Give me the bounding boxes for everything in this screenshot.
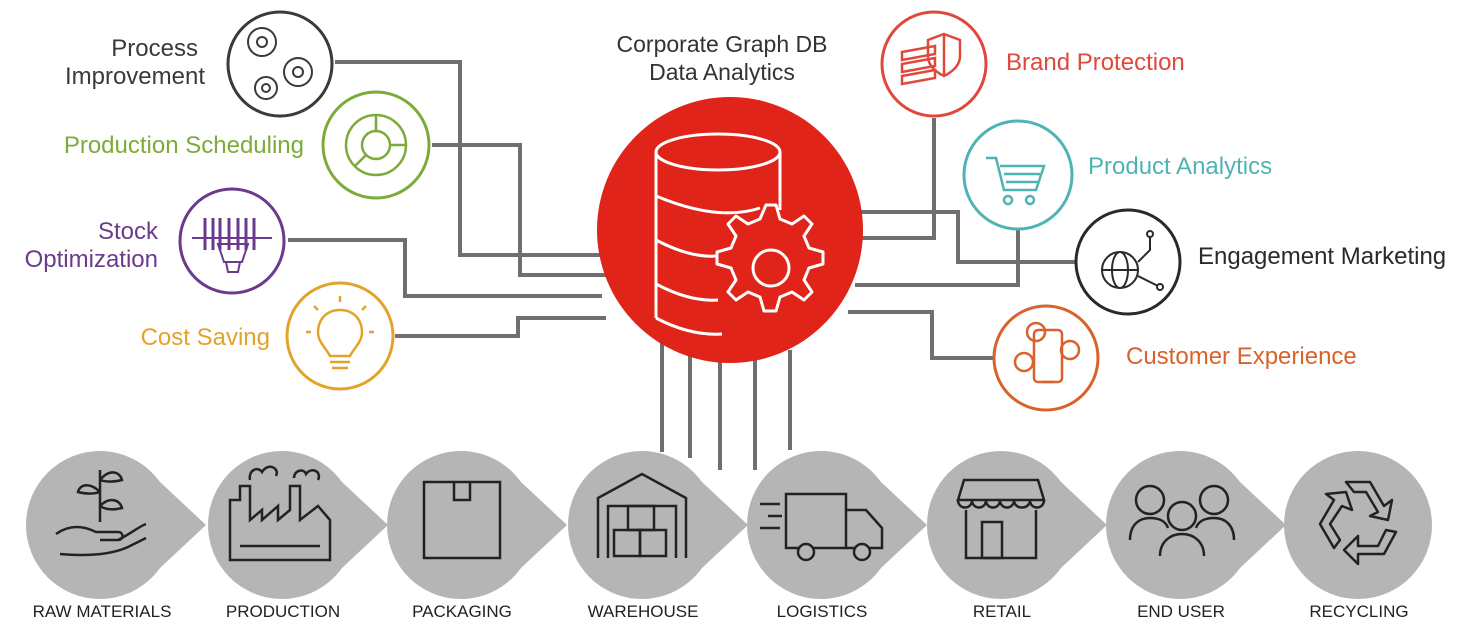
plant-hand-icon — [55, 470, 147, 557]
chain-label-production: PRODUCTION — [226, 602, 340, 621]
chain-label-recycling: RECYCLING — [1309, 602, 1408, 621]
left-node-production-scheduling: Production Scheduling — [64, 90, 431, 200]
chain-label-retail: RETAIL — [973, 602, 1031, 621]
connector-process-improvement — [335, 60, 612, 257]
chain-step-recycling: RECYCLING — [1284, 451, 1432, 621]
truck-icon — [760, 492, 884, 562]
gears-icon — [247, 27, 313, 100]
chain-shape-recycling — [1284, 451, 1432, 599]
connector-brand-protection — [860, 118, 936, 240]
connector-lines — [288, 60, 1078, 470]
chain-label-packaging: PACKAGING — [412, 602, 512, 621]
center-title-line1: Corporate Graph DB — [617, 31, 828, 57]
chain-label-logistics: LOGISTICS — [777, 602, 868, 621]
chain-shape-logistics — [747, 451, 927, 599]
shopping-cart-icon — [986, 156, 1046, 206]
chain-step-raw-materials: RAW MATERIALS — [26, 451, 206, 621]
chain-shape-raw-materials — [26, 451, 206, 599]
connector-production-scheduling — [432, 143, 606, 277]
chain-shape-warehouse — [568, 451, 748, 599]
chain-label-end-user: END USER — [1137, 602, 1225, 621]
storefront-icon — [956, 478, 1046, 560]
brand-protection-label: Brand Protection — [1006, 49, 1185, 76]
customer-experience-label: Customer Experience — [1126, 343, 1357, 370]
engagement-marketing-label: Engagement Marketing — [1198, 243, 1446, 270]
chain-shape-production — [208, 451, 388, 599]
chain-step-retail: RETAIL — [927, 451, 1107, 621]
stock-optimization-label-line2: Optimization — [25, 246, 158, 273]
left-node-stock-optimization: Stock Optimization — [25, 187, 286, 295]
shield-stack-icon — [900, 32, 962, 86]
connector-customer-experience — [848, 310, 994, 360]
connector-product-analytics — [855, 205, 1020, 287]
lightbulb-icon — [306, 296, 374, 370]
chain-label-warehouse: WAREHOUSE — [588, 602, 699, 621]
chain-step-packaging: PACKAGING — [387, 451, 567, 621]
chain-step-production: PRODUCTION — [208, 451, 388, 621]
warehouse-icon — [596, 472, 688, 558]
chain-shape-retail — [927, 451, 1107, 599]
right-node-brand-protection: Brand Protection — [880, 10, 1185, 118]
people-icon — [1128, 484, 1236, 557]
mobile-payment-icon — [1013, 321, 1081, 384]
chain-label-raw-materials: RAW MATERIALS — [33, 602, 172, 621]
production-scheduling-label: Production Scheduling — [64, 132, 304, 159]
right-node-customer-experience: Customer Experience — [992, 304, 1357, 412]
cost-saving-label: Cost Saving — [141, 324, 270, 351]
box-icon — [422, 480, 502, 560]
chain-shape-packaging — [387, 451, 567, 599]
stock-optimization-label-line1: Stock — [98, 218, 159, 245]
central-circle — [597, 97, 863, 363]
recycle-icon — [1318, 480, 1398, 566]
product-analytics-label: Product Analytics — [1088, 153, 1272, 180]
connector-cost-saving — [395, 316, 606, 338]
pie-chart-icon — [344, 113, 408, 177]
chain-step-logistics: LOGISTICS — [747, 451, 927, 621]
supply-chain-row: RAW MATERIALS PRODUCTION PACKAGING — [26, 451, 1432, 621]
right-node-engagement-marketing: Engagement Marketing — [1074, 208, 1446, 316]
process-improvement-label-line1: Process — [111, 35, 198, 62]
database-gear-icon — [654, 132, 825, 336]
left-node-process-improvement: Process Improvement — [65, 10, 334, 118]
right-node-product-analytics: Product Analytics — [962, 119, 1272, 231]
central-database-node: Corporate Graph DB Data Analytics — [597, 31, 863, 363]
globe-network-icon — [1101, 230, 1164, 291]
connector-engagement-marketing — [858, 210, 1078, 264]
chain-step-end-user: END USER — [1106, 451, 1286, 621]
process-improvement-label-line2: Improvement — [65, 63, 205, 90]
factory-icon — [228, 465, 332, 562]
barcode-scanner-icon — [192, 218, 272, 273]
center-title-line2: Data Analytics — [649, 59, 795, 85]
left-node-cost-saving: Cost Saving — [141, 281, 395, 391]
connector-stock-optimization — [288, 238, 602, 298]
chain-step-warehouse: WAREHOUSE — [568, 451, 748, 621]
